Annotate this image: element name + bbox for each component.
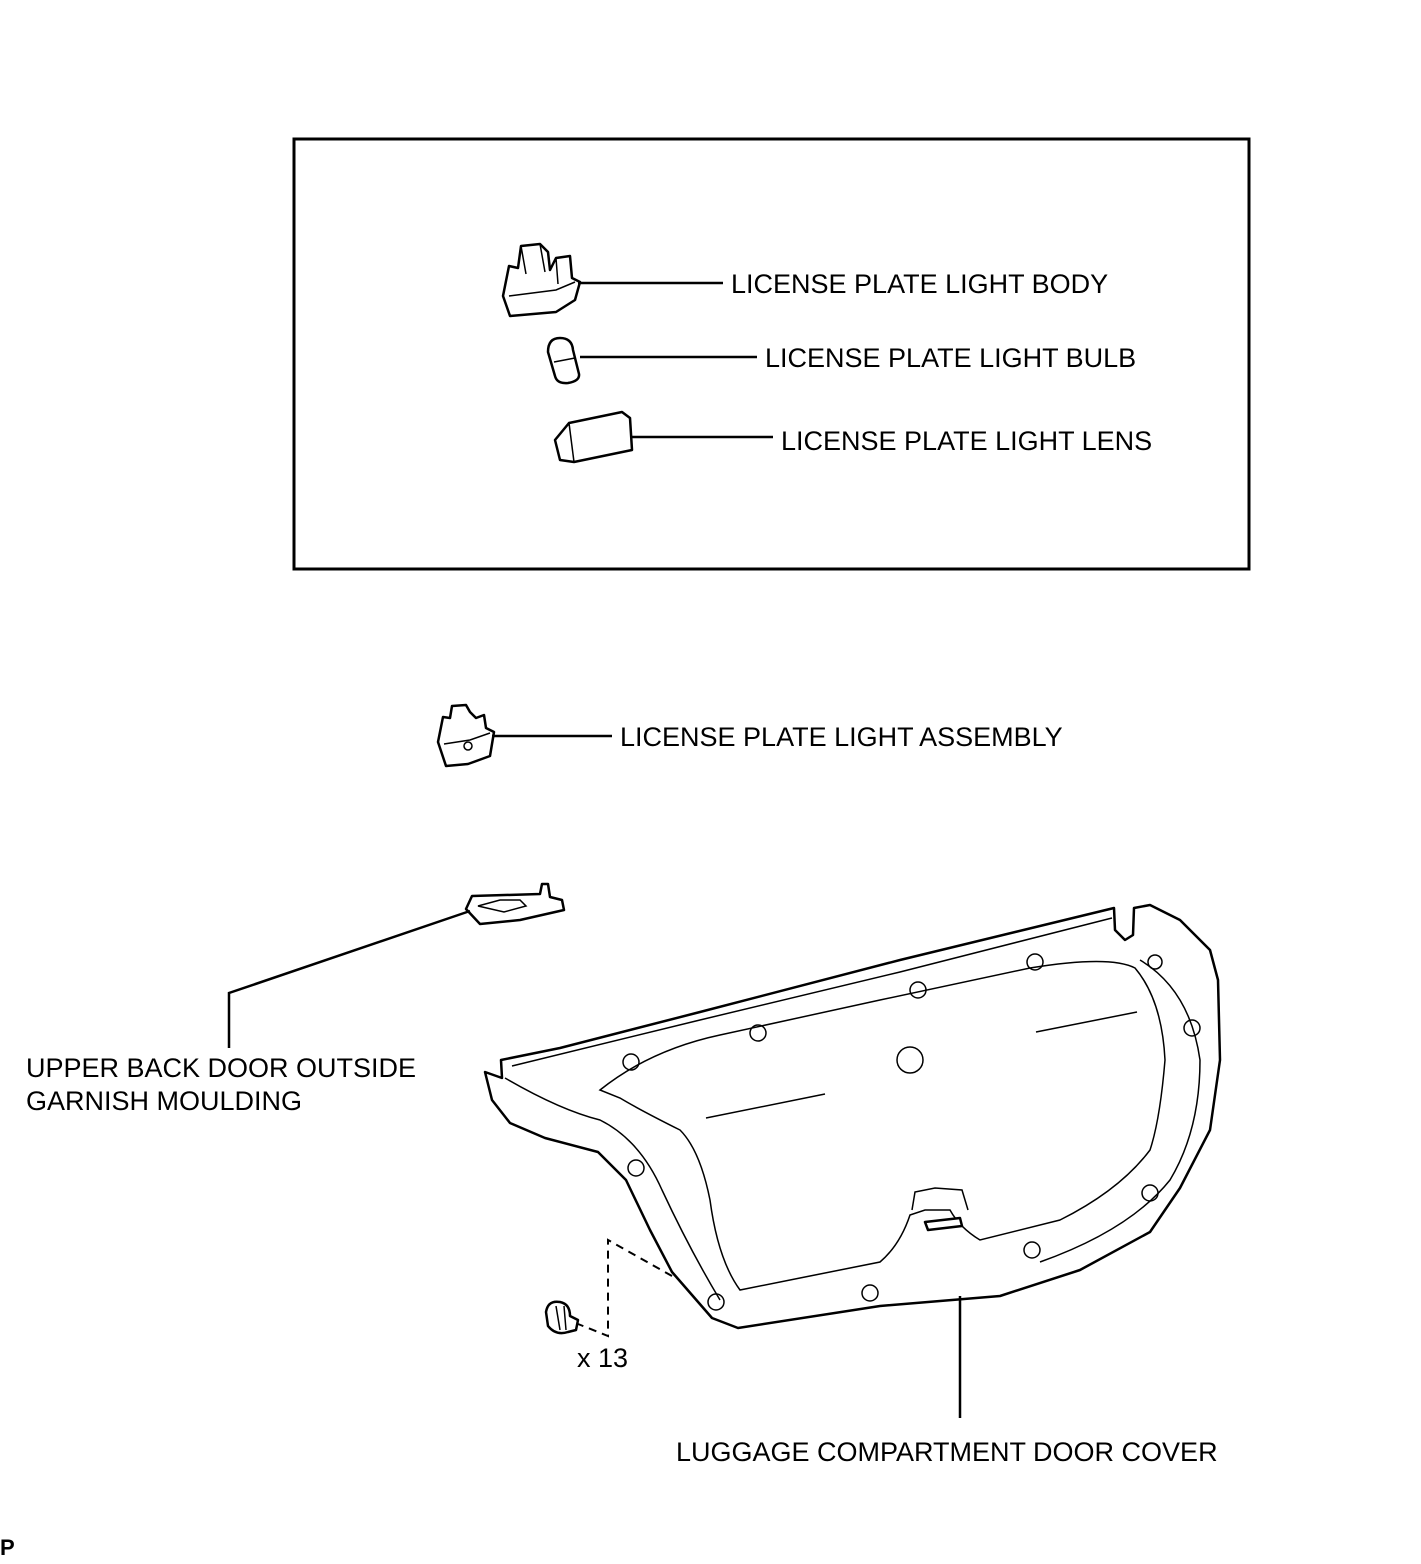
luggage-compartment-door-cover-icon <box>483 903 1222 1330</box>
license-plate-light-assembly-icon <box>436 703 496 768</box>
label-garnish-line-2: GARNISH MOULDING <box>26 1086 302 1116</box>
label-luggage-compartment-door-cover: LUGGAGE COMPARTMENT DOOR COVER <box>676 1437 1218 1467</box>
label-license-plate-light-assembly: LICENSE PLATE LIGHT ASSEMBLY <box>620 722 1063 752</box>
label-license-plate-light-body: LICENSE PLATE LIGHT BODY <box>731 269 1108 299</box>
label-clip-count: x 13 <box>577 1343 628 1373</box>
detail-box <box>292 137 1251 571</box>
label-garnish-line-1: UPPER BACK DOOR OUTSIDE <box>26 1053 416 1083</box>
garnish-moulding-icon <box>464 882 566 926</box>
label-license-plate-light-lens: LICENSE PLATE LIGHT LENS <box>781 426 1152 456</box>
clip-icon <box>544 1300 580 1335</box>
license-plate-light-body-icon <box>501 242 582 318</box>
license-plate-light-bulb-icon <box>546 336 581 385</box>
leader-line-garnish <box>227 909 471 1048</box>
dashed-leader-clip <box>577 1238 673 1338</box>
corner-mark: P <box>0 1535 15 1559</box>
license-plate-light-lens-icon <box>553 410 634 464</box>
label-license-plate-light-bulb: LICENSE PLATE LIGHT BULB <box>765 343 1136 373</box>
